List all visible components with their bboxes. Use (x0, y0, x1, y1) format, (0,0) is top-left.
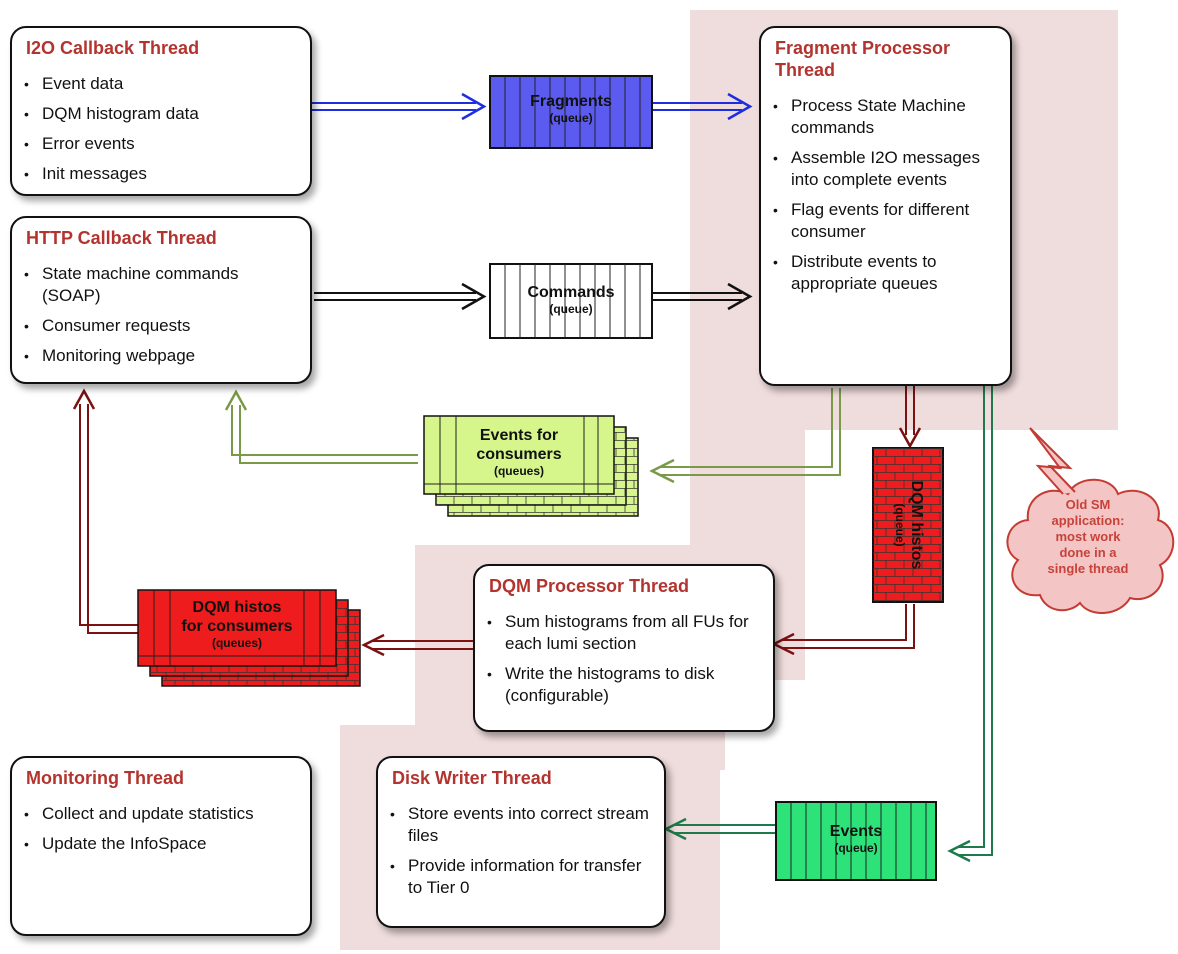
disk-writer-thread-box: Disk Writer Thread Store events into cor… (376, 756, 666, 928)
arrow-commands-to-processor (653, 282, 753, 311)
list-item: Monitoring webpage (24, 345, 300, 367)
i2o-callback-thread-box: I2O Callback Thread Event data DQM histo… (10, 26, 312, 196)
arrow-processor-to-dqm-queue (898, 386, 922, 449)
fragments-queue-title: Fragments (530, 93, 612, 110)
http-callback-thread-box: HTTP Callback Thread State machine comma… (10, 216, 312, 384)
dqm-histos-queue-title: DQM histos (908, 480, 925, 570)
note-line: Old SM (1065, 497, 1111, 512)
list-item: Assemble I2O messages into complete even… (773, 147, 1000, 191)
commands-queue-subtitle: (queue) (549, 302, 593, 316)
list-item: Write the histograms to disk (configurab… (487, 663, 763, 707)
arrow-consumer-events-to-http (224, 389, 418, 464)
fragments-queue-subtitle: (queue) (549, 111, 593, 125)
disk-writer-thread-title: Disk Writer Thread (392, 768, 552, 788)
fragment-processor-thread-title: Fragment Processor Thread (775, 38, 951, 80)
events-for-consumers-title-line1: Events for (479, 427, 559, 444)
dqm-for-consumers-subtitle: (queues) (211, 636, 262, 650)
arrow-processor-to-consumer-events (649, 388, 841, 484)
events-queue-title: Events (829, 823, 883, 840)
http-callback-thread-title: HTTP Callback Thread (26, 228, 217, 248)
queue-commands (489, 263, 653, 339)
fragment-processor-thread-list: Process State Machine commands Assemble … (761, 95, 1010, 295)
list-item: Init messages (24, 163, 300, 185)
dqm-processor-thread-list: Sum histograms from all FUs for each lum… (475, 611, 773, 707)
events-for-consumers-subtitle: (queues) (493, 464, 544, 478)
list-item: Flag events for different consumer (773, 199, 1000, 243)
commands-queue-label: Commands (queue) (490, 283, 652, 317)
events-queue-label: Events (queue) (776, 822, 936, 856)
arrow-processor-to-events-queue (947, 386, 993, 863)
queue-dqm-histos (872, 447, 944, 603)
arrow-events-queue-to-disk-writer (663, 817, 776, 841)
list-item: Store events into correct stream files (390, 803, 654, 847)
dqm-for-consumers-label: DQM histos for consumers (queues) (144, 598, 330, 651)
list-item: Error events (24, 133, 300, 155)
list-item: Distribute events to appropriate queues (773, 251, 1000, 295)
monitoring-thread-box: Monitoring Thread Collect and update sta… (10, 756, 312, 936)
list-item: DQM histogram data (24, 103, 300, 125)
monitoring-thread-list: Collect and update statistics Update the… (12, 803, 310, 855)
list-item: Consumer requests (24, 315, 300, 337)
monitoring-thread-title: Monitoring Thread (26, 768, 184, 788)
list-item: Sum histograms from all FUs for each lum… (487, 611, 763, 655)
list-item: Collect and update statistics (24, 803, 300, 825)
list-item: Event data (24, 73, 300, 95)
arrow-dqm-processor-to-dqm-consumers (361, 633, 476, 657)
commands-queue-title: Commands (527, 284, 615, 301)
fragment-processor-thread-box: Fragment Processor Thread Process State … (759, 26, 1012, 386)
note-line: most work (1055, 529, 1121, 544)
arrow-dqm-consumers-to-http (72, 388, 140, 634)
queue-fragments (489, 75, 653, 149)
dqm-histos-queue-subtitle: (queue) (893, 503, 907, 547)
dqm-histos-queue-label: DQM histos (queue) (890, 448, 926, 602)
events-for-consumers-label: Events for consumers (queues) (434, 426, 604, 479)
i2o-callback-thread-list: Event data DQM histogram data Error even… (12, 73, 310, 185)
i2o-callback-thread-title: I2O Callback Thread (26, 38, 200, 58)
list-item: Process State Machine commands (773, 95, 1000, 139)
list-item: Update the InfoSpace (24, 833, 300, 855)
fragments-queue-label: Fragments (queue) (490, 92, 652, 126)
note-text: Old SM application: most work done in a … (1024, 497, 1152, 577)
queue-events-for-consumers (423, 415, 639, 517)
list-item: Provide information for transfer to Tier… (390, 855, 654, 899)
list-item: State machine commands (SOAP) (24, 263, 300, 307)
http-callback-thread-list: State machine commands (SOAP) Consumer r… (12, 263, 310, 367)
note-cloud (1006, 427, 1175, 615)
events-queue-subtitle: (queue) (834, 841, 878, 855)
disk-writer-thread-list: Store events into correct stream files P… (378, 803, 664, 899)
dqm-processor-thread-box: DQM Processor Thread Sum histograms from… (473, 564, 775, 732)
arrow-http-to-commands (314, 282, 487, 311)
note-line: done in a (1059, 545, 1117, 560)
arrow-i2o-to-fragments (312, 92, 487, 121)
events-for-consumers-title-line2: consumers (476, 446, 562, 463)
arrow-fragments-to-processor (652, 92, 753, 121)
dqm-for-consumers-title-line2: for consumers (181, 618, 293, 635)
dqm-for-consumers-title-line1: DQM histos (192, 599, 282, 616)
note-line: application: (1051, 513, 1125, 528)
queue-dqm-for-consumers (137, 589, 361, 687)
note-line: single thread (1047, 561, 1129, 576)
queue-events (775, 801, 937, 881)
dqm-processor-thread-title: DQM Processor Thread (489, 576, 690, 596)
